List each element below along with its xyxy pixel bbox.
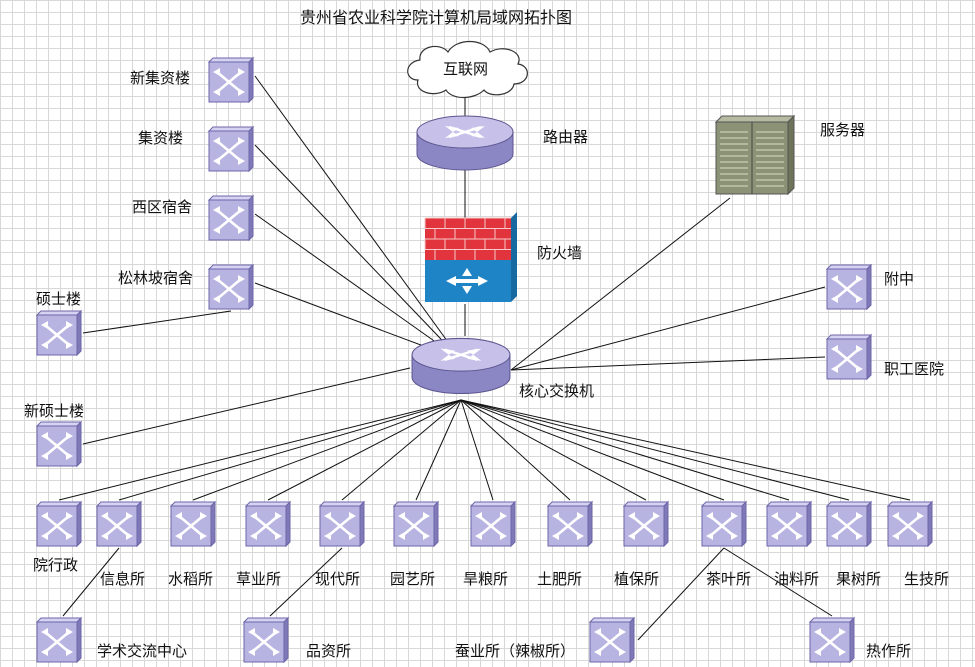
link-songlin-shuoshi xyxy=(82,310,232,334)
link-core-shengji xyxy=(460,399,911,501)
tufei-switch-icon xyxy=(546,500,594,548)
xiandai-label: 现代所 xyxy=(315,570,361,588)
zhibao-label: 植保所 xyxy=(614,570,660,588)
link-core-tufei xyxy=(460,399,571,501)
xinshuoshi-switch-icon xyxy=(35,420,83,468)
core-label: 核心交换机 xyxy=(519,382,595,400)
link-core-xiqu xyxy=(254,213,462,361)
guoshu-label: 果树所 xyxy=(836,570,882,588)
link-chaye-rezuo xyxy=(723,547,833,617)
xinjiziloulou-switch-icon xyxy=(207,56,255,104)
canye-switch-icon xyxy=(588,616,636,664)
xiqu-switch-icon xyxy=(207,194,255,242)
link-core-zhigong xyxy=(510,356,826,371)
hanliang-switch-icon xyxy=(469,500,517,548)
link-core-guoshu xyxy=(460,399,850,501)
shuidao-label: 水稻所 xyxy=(168,570,214,588)
cloud-icon xyxy=(407,40,528,99)
zhigong-switch-icon xyxy=(825,333,873,381)
rezuo-switch-icon xyxy=(808,616,856,664)
server-label: 服务器 xyxy=(820,121,866,139)
xinjiziloulou-label: 新集资楼 xyxy=(130,69,191,87)
link-core-hanliang xyxy=(460,399,494,501)
yuanxingzheng-label: 院行政 xyxy=(33,556,79,574)
core-switch-icon xyxy=(410,337,512,395)
links-layer xyxy=(58,75,911,641)
xinxi-label: 信息所 xyxy=(100,570,146,588)
link-xiandai-pinzi xyxy=(269,547,343,617)
jiziloulou-label: 集资楼 xyxy=(138,129,184,147)
caoye-label: 草业所 xyxy=(236,570,282,588)
fuzhong-label: 附中 xyxy=(884,270,915,288)
xueshu-switch-icon xyxy=(35,616,83,664)
link-core-zhibao xyxy=(460,399,647,501)
link-core-xiandai xyxy=(341,399,462,501)
shengji-switch-icon xyxy=(886,500,934,548)
tufei-label: 土肥所 xyxy=(537,570,583,588)
caoye-switch-icon xyxy=(244,500,292,548)
router-icon xyxy=(415,114,515,172)
internet-label: 互联网 xyxy=(443,60,489,78)
xinshuoshi-label: 新硕士楼 xyxy=(24,402,85,420)
link-core-youliao xyxy=(460,399,790,501)
rezuo-label: 热作所 xyxy=(866,642,912,660)
diagram-title: 贵州省农业科学院计算机局域网拓扑图 xyxy=(300,8,573,27)
yuanyi-label: 园艺所 xyxy=(390,570,436,588)
yuanyi-switch-icon xyxy=(392,500,440,548)
xueshu-label: 学术交流中心 xyxy=(97,642,188,660)
link-chaye-canye xyxy=(637,547,725,641)
firewall-icon xyxy=(424,212,517,302)
link-core-jiziloulou xyxy=(254,144,462,361)
chaye-switch-icon xyxy=(700,500,748,548)
nodes-layer xyxy=(35,40,934,664)
yuanxingzheng-switch-icon xyxy=(35,500,83,548)
xiqu-label: 西区宿舍 xyxy=(132,198,193,216)
shengji-label: 生技所 xyxy=(904,570,950,588)
server-icon xyxy=(714,114,796,196)
hanliang-label: 旱粮所 xyxy=(463,570,509,588)
link-core-xinxi xyxy=(118,399,462,501)
link-xinxi-xueshu xyxy=(62,547,120,617)
chaye-label: 茶叶所 xyxy=(706,570,752,588)
youliao-label: 油料所 xyxy=(774,570,820,588)
pinzi-switch-icon xyxy=(242,616,290,664)
shuoshi-label: 硕士楼 xyxy=(36,290,82,308)
link-core-yuanyi xyxy=(415,399,462,501)
zhibao-switch-icon xyxy=(622,500,670,548)
jiziloulou-switch-icon xyxy=(207,125,255,173)
router-label: 路由器 xyxy=(543,128,589,146)
xiandai-switch-icon xyxy=(318,500,366,548)
songlin-switch-icon xyxy=(207,263,255,311)
shuidao-switch-icon xyxy=(169,500,217,548)
link-core-fuzhong xyxy=(510,286,826,371)
shuoshi-switch-icon xyxy=(35,309,83,357)
songlin-label: 松林坡宿舍 xyxy=(118,269,194,287)
link-core-xinshuoshi xyxy=(82,367,411,445)
link-core-chaye xyxy=(460,399,725,501)
pinzi-label: 品资所 xyxy=(306,642,352,660)
link-core-server xyxy=(510,197,731,371)
guoshu-switch-icon xyxy=(825,500,873,548)
link-core-caoye xyxy=(267,399,462,501)
zhigong-label: 职工医院 xyxy=(884,360,945,378)
link-core-xinjiziloulou xyxy=(254,75,462,361)
link-core-shuidao xyxy=(192,399,462,501)
canye-label: 蚕业所（辣椒所） xyxy=(455,642,576,660)
firewall-label: 防火墙 xyxy=(537,244,583,262)
youliao-switch-icon xyxy=(765,500,813,548)
fuzhong-switch-icon xyxy=(825,263,873,311)
link-core-yuanxingzheng xyxy=(58,399,462,501)
xinxi-switch-icon xyxy=(95,500,143,548)
